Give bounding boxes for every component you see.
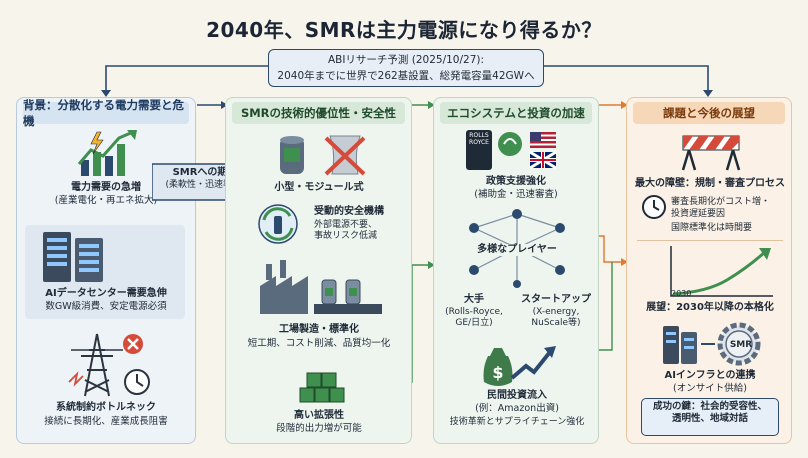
- flags-icon: [498, 132, 557, 170]
- road-barrier-icon: [681, 135, 741, 171]
- startup-sub-1: (X-energy,: [532, 307, 580, 317]
- outlook-chart-icon: [670, 246, 773, 297]
- barrier-title: 最大の障壁：規制・審査プロセス: [635, 178, 785, 189]
- startup-sub-2: NuScale等): [531, 318, 581, 328]
- forecast-line-2: 2040年までに世界で262基設置、総発電容量42GWへ: [277, 70, 535, 82]
- ai-infra-smr-icon: [663, 322, 761, 366]
- barrier-sub-2: 投資遅延要因: [671, 209, 726, 219]
- datacenter-sub: 数GW級消費、安定電源必須: [45, 301, 167, 312]
- factory-sub: 短工期、コスト削減、品質均一化: [247, 338, 391, 349]
- players-title: 多様なプレイヤー: [474, 244, 560, 256]
- section-divider: [637, 240, 783, 241]
- column-header: 課題と今後の展望: [633, 102, 785, 124]
- factory-title: 工場製造・標準化: [279, 324, 359, 335]
- passive-title: 受動的安全機構: [314, 206, 384, 217]
- datacenter-title: AIデータセンター需要急伸: [45, 288, 167, 299]
- chart-year-label: 2030: [671, 289, 692, 298]
- barrier-sub-1: 審査長期化がコスト増・: [671, 197, 771, 207]
- ai-sub: (オンサイト供給): [673, 383, 747, 394]
- policy-title: 政策支援強化: [486, 176, 546, 187]
- column-header: SMRの技術的優位性・安全性: [232, 102, 405, 124]
- scalability-sub: 段階的出力増が可能: [276, 423, 362, 434]
- expectation-sub: (柔軟性・迅速導入): [165, 180, 245, 190]
- svg-text:$: $: [492, 363, 503, 382]
- ai-title: AIインフラとの連携: [664, 370, 756, 381]
- column-background: SMRの技術的優位性・安全性 小型・モジュール式 受動的安全機構 外部電源不要、…: [225, 97, 412, 444]
- demand-title: 電力需要の急増: [71, 182, 141, 193]
- invest-title: 民間投資流入: [487, 390, 547, 401]
- column-background: 課題と今後の展望 最大の障壁：規制・審査プロセス 審査長期化がコスト増・ 投資遅…: [626, 97, 792, 444]
- clock-icon: [642, 195, 666, 219]
- scalable-blocks-icon: [299, 372, 345, 403]
- rising-chart-icon: [77, 130, 137, 176]
- demand-sub: (産業電化・再エネ拡大): [54, 195, 158, 206]
- success-key-box: 成功の鍵：社会的受容性、 透明性、地域対話: [641, 398, 779, 436]
- invest-sub-2: 技術革新とサプライチェーン強化: [449, 417, 585, 427]
- grid-title: 系統制約ボトルネック: [56, 402, 156, 413]
- big-player-sub-2: GE/日立): [455, 318, 493, 328]
- grid-sub: 接続に長期化、産業成長阻害: [44, 416, 168, 427]
- scalability-title: 高い拡張性: [294, 410, 344, 421]
- rolls-royce-logo: ROLLS ROYCE: [466, 130, 492, 170]
- outlook-title: 展望：2030年以降の本格化: [646, 302, 774, 313]
- success-key-line-2: 透明性、地域対話: [671, 413, 748, 424]
- passive-safety-icon: [258, 204, 298, 244]
- investment-money-icon: $: [483, 346, 556, 386]
- passive-sub-1: 外部電源不要、: [314, 220, 378, 230]
- success-key-line-1: 成功の鍵：社会的受容性、: [652, 401, 767, 412]
- page-title: 2040年、SMRは主力電源になり得るか？: [206, 18, 602, 42]
- barrier-sub-3: 国際標準化は時間要: [671, 223, 753, 233]
- forecast-line-1: ABIリサーチ予測 (2025/10/27):: [327, 54, 485, 66]
- modular-reactor-icon: [280, 135, 366, 176]
- expectation-title: SMRへの期待: [172, 167, 238, 178]
- column-header: 背景：分散化する電力需要と危機: [23, 98, 189, 128]
- column-background: 背景：分散化する電力需要と危機 電力需要の急増 (産業電化・再エネ拡大) AIデ…: [16, 97, 196, 444]
- expectation-label: SMRへの期待 (柔軟性・迅速導入): [160, 166, 250, 192]
- big-player-title: 大手: [464, 294, 484, 305]
- policy-sub: (補助金・迅速審査): [474, 189, 558, 200]
- server-rack-icon: [43, 232, 103, 282]
- invest-sub-1: (例：Amazon出資): [475, 403, 559, 414]
- transmission-tower-icon: [68, 333, 150, 397]
- modular-label: 小型・モジュール式: [274, 182, 364, 193]
- passive-sub-2: 事故リスク低減: [314, 231, 378, 241]
- factory-icon: [260, 260, 382, 314]
- big-player-sub-1: (Rolls-Royce,: [445, 307, 503, 317]
- rolls-royce-logo-text: ROLLS ROYCE: [469, 132, 489, 146]
- startup-title: スタートアップ: [521, 294, 591, 305]
- column-background: エコシステムと投資の加速 ROLLS ROYCE 政策支援強化 (補助金・迅速審…: [433, 97, 599, 444]
- forecast-box: ABIリサーチ予測 (2025/10/27): 2040年までに世界で262基設…: [268, 49, 544, 87]
- smr-badge: SMR: [729, 340, 753, 350]
- column-header: エコシステムと投資の加速: [440, 102, 592, 124]
